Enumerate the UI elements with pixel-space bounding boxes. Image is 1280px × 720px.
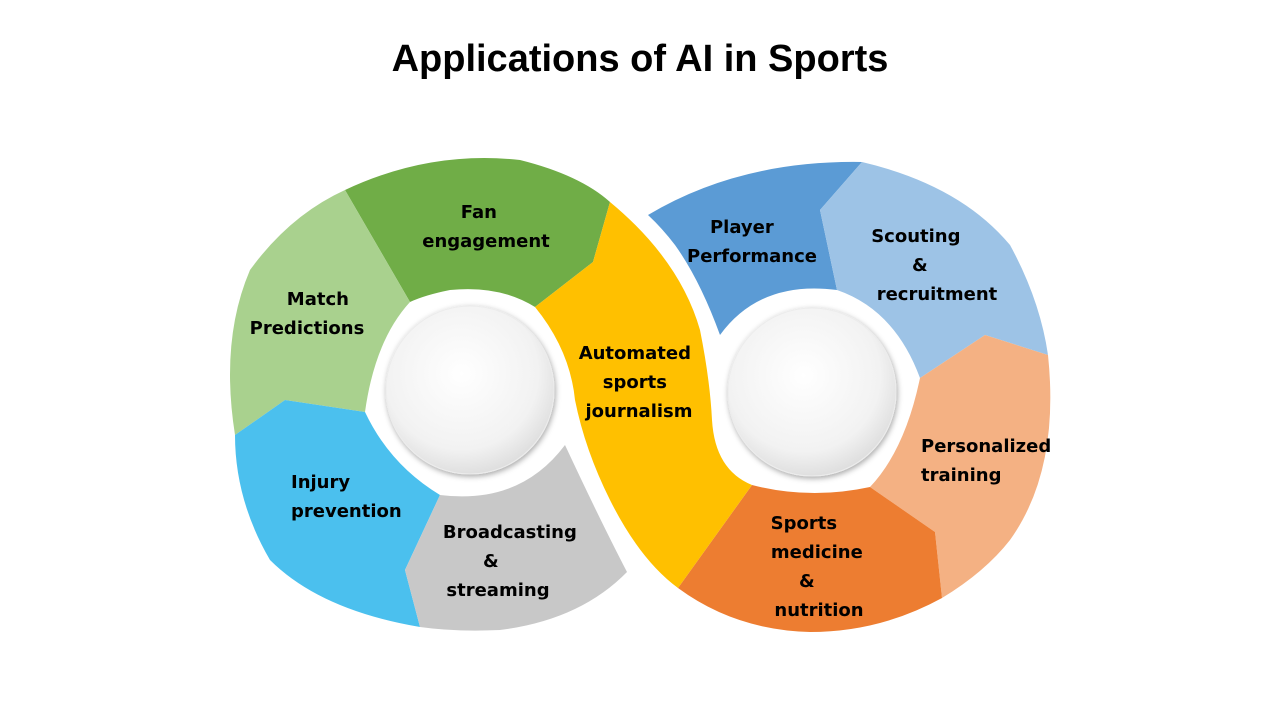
label-personalized-training: Personalized training	[921, 436, 1058, 486]
segment-player-performance	[648, 161, 862, 335]
label-fan-engagement: Fan engagement	[422, 202, 550, 252]
segment-automated-sports-journalism	[535, 202, 752, 588]
left-hub-circle	[385, 305, 555, 475]
segment-injury-prevention	[235, 400, 440, 627]
segment-personalized-training	[870, 335, 1051, 598]
segment-match-predictions	[230, 190, 410, 435]
page-title: Applications of AI in Sports	[391, 38, 889, 80]
segment-broadcasting-streaming	[405, 445, 627, 631]
label-broadcasting-streaming: Broadcasting & streaming	[443, 522, 583, 601]
label-match-predictions: Match Predictions	[250, 289, 365, 339]
right-hub-circle	[727, 307, 897, 477]
segment-scouting-recruitment	[820, 162, 1048, 378]
label-scouting-recruitment: Scouting & recruitment	[871, 226, 997, 305]
segment-sports-medicine-nutrition	[678, 485, 942, 632]
label-player-performance: Player Performance	[687, 217, 817, 267]
segment-fan-engagement	[345, 158, 610, 307]
label-sports-medicine-nutrition: Sports medicine & nutrition	[771, 513, 869, 621]
label-injury-prevention: Injury prevention	[291, 472, 402, 522]
label-automated-sports-journalism: Automated sports journalism	[579, 343, 698, 422]
